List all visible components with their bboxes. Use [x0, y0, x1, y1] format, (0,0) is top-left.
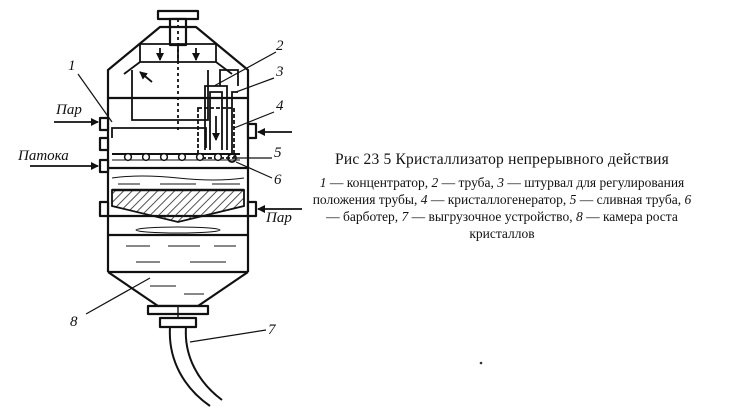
legend-number: 2: [431, 175, 439, 190]
legend-text: — штурвал для регулирования положения тр…: [312, 175, 685, 207]
concentrator-internals: [111, 19, 239, 163]
heater-coil: [111, 127, 207, 148]
leader-lines: [77, 51, 277, 343]
bottom-cone: [107, 271, 249, 308]
caption-title: Рис 23 5 Кристаллизатор непрерывного дей…: [335, 151, 669, 168]
bubbler-nozzle: [141, 152, 151, 162]
callout-1: 1: [68, 58, 76, 74]
growth-chamber-internals: [126, 226, 236, 295]
left-flange-b: [98, 136, 110, 152]
leader-7: [189, 329, 267, 343]
legend-number: 5: [569, 192, 577, 207]
legend-number: 1: [319, 175, 327, 190]
discharge-pipe: [168, 306, 223, 407]
bubbler-nozzle: [123, 152, 133, 162]
deflector-right: [215, 61, 233, 75]
inflow-arrows: [30, 118, 302, 213]
top-outlet-flange: [156, 9, 200, 21]
bubbler-nozzle: [159, 152, 169, 162]
label-steam-top: Пар: [55, 102, 82, 118]
stream-labels: Пар Патока Пар: [17, 102, 292, 226]
right-flange-a: [246, 122, 258, 140]
bubbler-nozzle: [177, 152, 187, 162]
right-flange-b: [246, 200, 258, 218]
callout-7: 7: [268, 322, 277, 338]
leader-8: [85, 277, 151, 315]
legend-number: 6: [684, 192, 692, 207]
leader-3: [235, 77, 275, 93]
legend-text: — камера роста кристаллов: [469, 209, 678, 241]
tube-bundle-body: [111, 189, 245, 223]
left-flange-d: [98, 200, 110, 218]
liquid-level: [111, 175, 245, 185]
leader-4: [233, 111, 275, 129]
callout-2: 2: [276, 38, 284, 54]
lower-distributor: [135, 226, 221, 234]
legend-number: 8: [575, 209, 583, 224]
legend-text: — труба,: [438, 175, 498, 190]
callout-4: 4: [276, 98, 284, 114]
vapor-arrow: [139, 71, 153, 83]
scan-speck: [479, 361, 483, 365]
figure-caption: Рис 23 5 Кристаллизатор непрерывного дей…: [306, 150, 698, 242]
tube-bundle: [111, 188, 245, 223]
caption-legend: 1 — концентратор, 2 — труба, 3 — штурвал…: [306, 174, 698, 242]
discharge-flange: [158, 316, 198, 329]
legend-text: — сливная труба,: [576, 192, 685, 207]
leader-2: [213, 51, 277, 87]
left-flange-c: [98, 158, 110, 174]
deflector-left: [123, 61, 141, 75]
callout-5: 5: [274, 145, 282, 161]
overflow-pipe: [231, 91, 238, 154]
legend-number: 3: [497, 175, 505, 190]
label-steam-right: Пар: [265, 210, 292, 226]
inner-tube-loop-2: [209, 91, 223, 150]
leader-6: [235, 161, 273, 179]
legend-number: 4: [420, 192, 428, 207]
callout-8: 8: [70, 314, 78, 330]
legend-text: — кристаллогенератор,: [427, 192, 570, 207]
left-flange-a: [98, 116, 110, 132]
regulator-rod: [219, 69, 239, 86]
bubbler: [112, 152, 240, 162]
separator-box: [131, 70, 209, 121]
callout-3: 3: [275, 64, 284, 80]
legend-text: — выгрузочное устройство,: [408, 209, 576, 224]
bubbler-nozzle: [213, 152, 223, 162]
legend-text: — барботер,: [326, 209, 402, 224]
leader-1: [77, 73, 113, 123]
label-molasses: Патока: [17, 148, 69, 164]
inner-tube-loop: [204, 85, 228, 150]
bubbler-nozzle: [195, 152, 205, 162]
legend-text: — концентратор,: [326, 175, 432, 190]
callout-labels: 1 2 3 4 5 6 7 8: [68, 38, 284, 338]
callout-6: 6: [274, 172, 282, 188]
legend-number: 7: [401, 209, 409, 224]
